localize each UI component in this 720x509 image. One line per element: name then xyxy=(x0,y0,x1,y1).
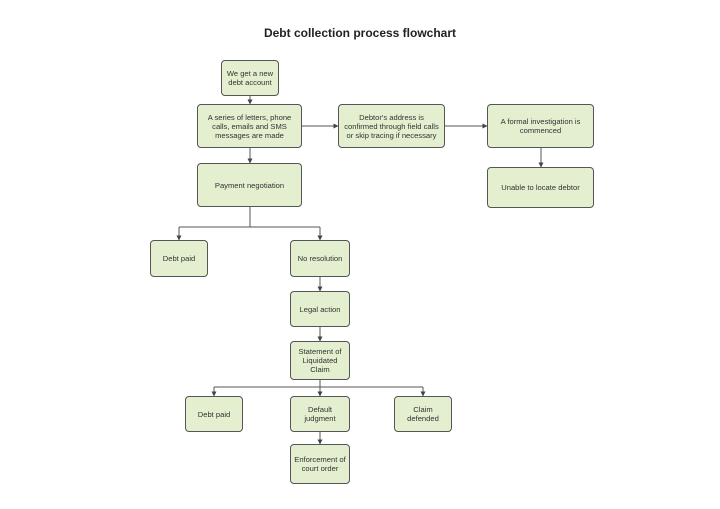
node-enforcement: Enforcement of court order xyxy=(290,444,350,484)
node-payment-negotiation: Payment negotiation xyxy=(197,163,302,207)
node-no-resolution: No resolution xyxy=(290,240,350,277)
node-new-account: We get a new debt account xyxy=(221,60,279,96)
node-contact-series: A series of letters, phone calls, emails… xyxy=(197,104,302,148)
node-debt-paid-1: Debt paid xyxy=(150,240,208,277)
node-default-judgment: Default judgment xyxy=(290,396,350,432)
node-claim-defended: Claim defended xyxy=(394,396,452,432)
node-address-confirm: Debtor's address is confirmed through fi… xyxy=(338,104,445,148)
diagram-title: Debt collection process flowchart xyxy=(263,26,457,40)
node-statement-claim: Statement of Liquidated Claim xyxy=(290,341,350,380)
node-formal-investigation: A formal investigation is commenced xyxy=(487,104,594,148)
node-legal-action: Legal action xyxy=(290,291,350,327)
node-unable-locate: Unable to locate debtor xyxy=(487,167,594,208)
node-debt-paid-2: Debt paid xyxy=(185,396,243,432)
